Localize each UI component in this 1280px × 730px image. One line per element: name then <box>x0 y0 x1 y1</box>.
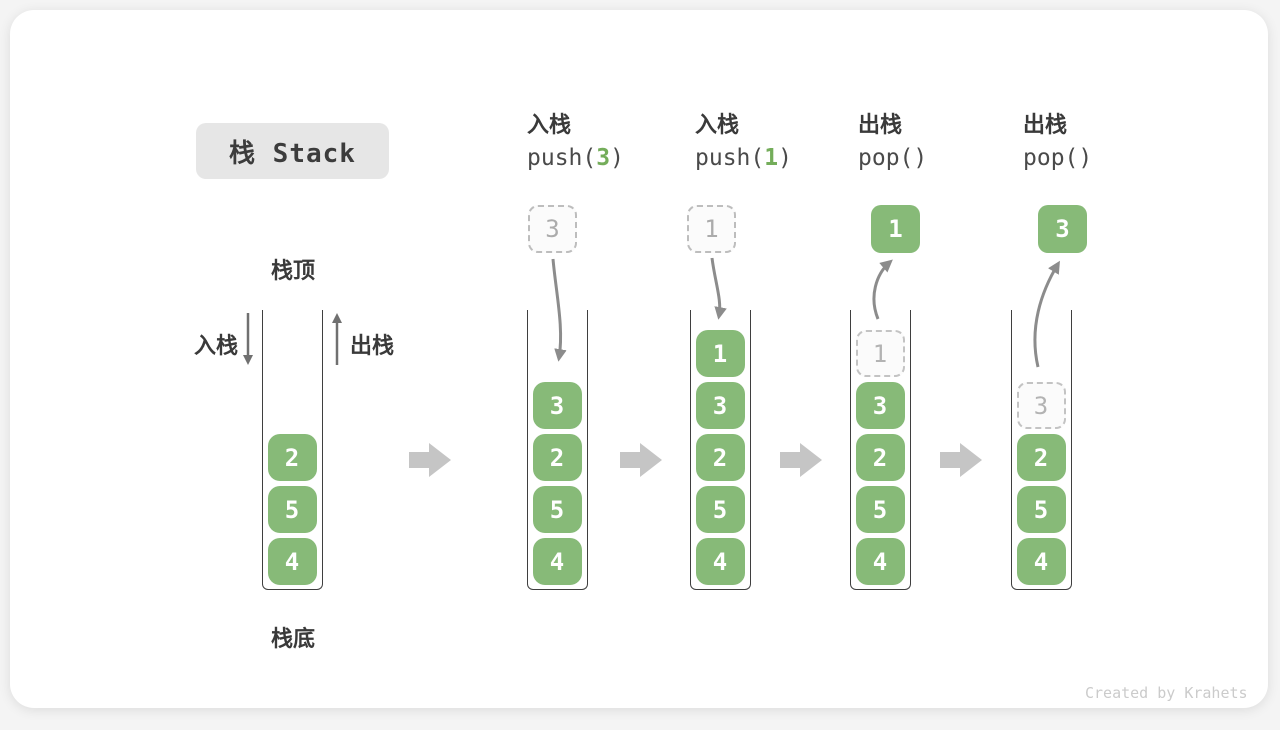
floating-value-pop-3: 3 <box>1038 205 1087 253</box>
step-arrow-1 <box>409 443 451 477</box>
stack-initial: 2 5 4 <box>262 310 323 590</box>
stack-cell-2: 2 <box>695 434 745 481</box>
stack-cell-ghost-3: 3 <box>1016 382 1066 429</box>
operation-code: push(3) <box>527 145 624 171</box>
stack-after-pop-1: 1 3 2 5 4 <box>850 310 911 590</box>
stack-cell-5: 5 <box>1016 486 1066 533</box>
stack-cell-3: 3 <box>695 382 745 429</box>
operation-code: push(1) <box>695 145 792 171</box>
operation-label-pop-first: 出栈 pop() <box>858 111 1018 175</box>
stack-after-push-1: 1 3 2 5 4 <box>690 310 751 590</box>
stack-cell-3: 3 <box>855 382 905 429</box>
title-label: 栈 Stack <box>229 138 356 169</box>
step-arrow-2 <box>620 443 662 477</box>
step-arrow-3 <box>780 443 822 477</box>
stack-cell-4: 4 <box>855 538 905 585</box>
stack-cell-4: 4 <box>532 538 582 585</box>
step-arrow-4 <box>940 443 982 477</box>
stack-cell-ghost-1: 1 <box>855 330 905 377</box>
stack-cell-4: 4 <box>1016 538 1066 585</box>
floating-value-push-3: 3 <box>528 205 577 253</box>
diagram-canvas: 栈 Stack 栈顶 栈底 入栈 出栈 入栈 push(3) 入栈 push(1… <box>10 10 1268 708</box>
stack-after-push-3: 3 2 5 4 <box>527 310 588 590</box>
stack-top-label: 栈顶 <box>270 259 315 284</box>
floating-value-pop-1: 1 <box>871 205 920 253</box>
stack-cell-5: 5 <box>532 486 582 533</box>
operation-name: 出栈 <box>858 113 903 138</box>
watermark: Created by Krahets <box>1085 684 1248 702</box>
stack-cell-4: 4 <box>267 538 317 585</box>
stack-cell-2: 2 <box>532 434 582 481</box>
operation-code: pop() <box>1023 145 1093 171</box>
operation-label-pop-second: 出栈 pop() <box>1023 111 1183 175</box>
stack-cell-1: 1 <box>695 330 745 377</box>
operation-name: 入栈 <box>695 113 740 138</box>
stack-cell-5: 5 <box>855 486 905 533</box>
stack-cell-4: 4 <box>695 538 745 585</box>
floating-value-push-1: 1 <box>687 205 736 253</box>
stack-cell-2: 2 <box>1016 434 1066 481</box>
stack-cell-5: 5 <box>267 486 317 533</box>
operation-name: 入栈 <box>527 113 572 138</box>
stack-bottom-label: 栈底 <box>270 627 315 652</box>
operation-code: pop() <box>858 145 928 171</box>
push-1-arrow <box>710 257 727 320</box>
title-box: 栈 Stack <box>196 123 389 179</box>
push-label: 入栈 <box>193 334 238 359</box>
operation-label-push-1: 入栈 push(1) <box>695 111 855 175</box>
pop-label: 出栈 <box>350 334 395 359</box>
stack-cell-2: 2 <box>267 434 317 481</box>
stack-cell-3: 3 <box>532 382 582 429</box>
stack-cell-5: 5 <box>695 486 745 533</box>
operation-name: 出栈 <box>1023 113 1068 138</box>
operation-label-push-3: 入栈 push(3) <box>527 111 687 175</box>
stack-after-pop-3: 3 2 5 4 <box>1011 310 1072 590</box>
stack-cell-2: 2 <box>855 434 905 481</box>
